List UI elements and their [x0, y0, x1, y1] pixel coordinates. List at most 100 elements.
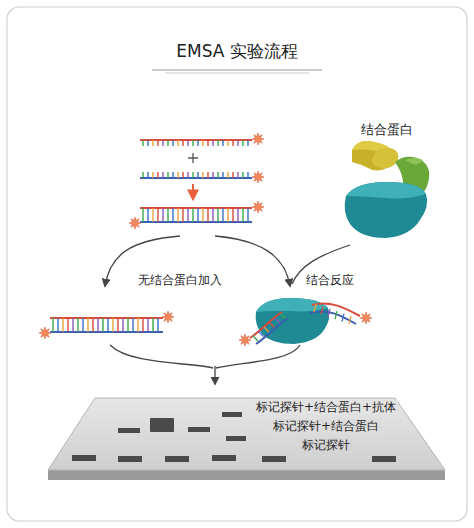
- dna-strand: [310, 311, 356, 324]
- base: [162, 140, 163, 146]
- base: [157, 318, 158, 332]
- base: [242, 208, 243, 222]
- lane-label: 标记探针+结合蛋白: [271, 419, 381, 433]
- base: [132, 318, 133, 332]
- base: [314, 304, 316, 312]
- base: [137, 318, 138, 332]
- base: [187, 140, 188, 146]
- label-star: [39, 327, 51, 339]
- base: [152, 208, 153, 222]
- base: [172, 208, 173, 222]
- base: [197, 208, 198, 222]
- dna-strand: [140, 139, 252, 141]
- base: [321, 306, 323, 314]
- base: [162, 172, 163, 178]
- base: [237, 172, 238, 178]
- base: [217, 172, 218, 178]
- base: [281, 314, 286, 319]
- lane-label: 标记探针+结合蛋白+抗体: [254, 400, 398, 414]
- base: [197, 172, 198, 178]
- dna-strand: [256, 318, 288, 344]
- base: [142, 208, 143, 222]
- base: [152, 172, 153, 178]
- gel-bands: [72, 412, 396, 462]
- base: [167, 140, 168, 146]
- base: [207, 172, 208, 178]
- base: [247, 172, 248, 178]
- base: [147, 318, 148, 332]
- base: [212, 208, 213, 222]
- base: [87, 318, 88, 332]
- base: [152, 318, 153, 332]
- base: [72, 318, 73, 332]
- base: [117, 318, 118, 332]
- base: [335, 311, 337, 319]
- base: [102, 318, 103, 332]
- flow-arrows: [105, 236, 350, 384]
- label-star: [360, 312, 372, 324]
- base: [222, 140, 223, 146]
- base: [222, 208, 223, 222]
- base: [107, 318, 108, 332]
- base: [264, 327, 269, 332]
- base: [275, 318, 280, 323]
- protein-dna-complex: [256, 298, 330, 344]
- base: [222, 172, 223, 178]
- label-star: [252, 201, 264, 213]
- base: [122, 318, 123, 332]
- base: [172, 172, 173, 178]
- base: [242, 172, 243, 178]
- base: [147, 208, 148, 222]
- base: [177, 172, 178, 178]
- base: [192, 140, 193, 146]
- base: [342, 314, 344, 322]
- base: [127, 318, 128, 332]
- label-star: [162, 311, 174, 323]
- base: [67, 318, 68, 332]
- base: [92, 318, 93, 332]
- base: [77, 318, 78, 332]
- base: [237, 208, 238, 222]
- base: [177, 208, 178, 222]
- dna-strand: [50, 317, 163, 319]
- base: [232, 208, 233, 222]
- label-star: [252, 133, 264, 145]
- base: [197, 140, 198, 146]
- step-label: 结合反应: [306, 273, 354, 287]
- dna-strand: [50, 331, 163, 333]
- base: [242, 140, 243, 146]
- base: [167, 172, 168, 178]
- base: [227, 172, 228, 178]
- base: [328, 309, 330, 317]
- base: [349, 316, 351, 324]
- base: [112, 318, 113, 332]
- frame: [7, 7, 467, 521]
- base: [253, 336, 258, 341]
- base: [212, 140, 213, 146]
- base: [147, 172, 148, 178]
- dna-strand: [140, 221, 252, 223]
- base: [192, 172, 193, 178]
- base: [152, 140, 153, 146]
- base: [270, 323, 275, 328]
- base: [147, 140, 148, 146]
- base: [62, 318, 63, 332]
- base: [97, 318, 98, 332]
- base: [182, 140, 183, 146]
- base: [212, 172, 213, 178]
- base: [182, 208, 183, 222]
- base: [217, 208, 218, 222]
- base: [52, 318, 53, 332]
- base: [157, 208, 158, 222]
- base: [182, 172, 183, 178]
- base: [162, 208, 163, 222]
- base: [207, 140, 208, 146]
- label-star: [252, 171, 264, 183]
- base: [157, 140, 158, 146]
- base: [157, 172, 158, 178]
- protein-label: 结合蛋白: [361, 122, 413, 138]
- gel-plate: [48, 398, 445, 480]
- plus-sign: [188, 153, 198, 163]
- base: [142, 318, 143, 332]
- title: EMSA 实验流程: [176, 41, 298, 61]
